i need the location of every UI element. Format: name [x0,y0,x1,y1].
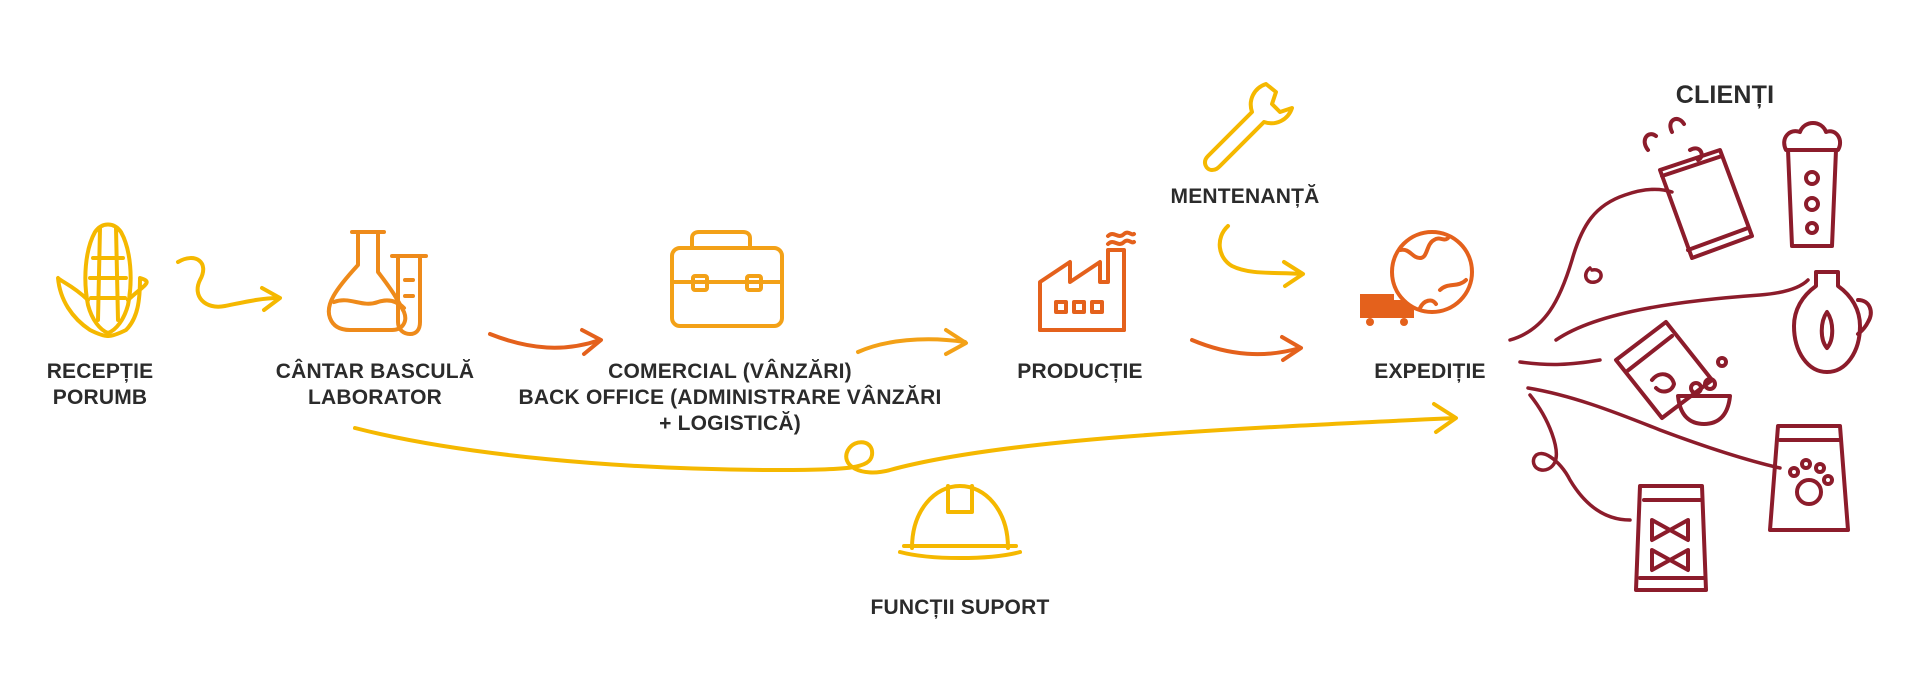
arrow-productie-to-expeditie [1190,335,1303,362]
arrow-comercial-to-productie [856,328,968,356]
arrow-suport-loop [353,402,1458,475]
pasta-bag-icon [1634,484,1708,592]
oil-bottle-icon [1792,270,1873,374]
stage-label-expeditie: EXPEDIȚIE [1350,359,1510,385]
hard-hat-icon [898,484,1022,560]
label-line: CLIENȚI [1675,81,1775,109]
label-line: RECEPȚIE [46,360,154,383]
stage-label-productie: PRODUCȚIE [1000,359,1160,385]
arrow-cantar-to-comercial [488,328,603,356]
arrow-mentenanta-to-expeditie [1217,224,1305,288]
arrow-receptie-to-cantar [176,256,282,312]
label-line: EXPEDIȚIE [1374,360,1486,383]
globe-truck-icon [1360,230,1474,326]
corn-icon [56,222,149,338]
beer-glass-icon [1782,121,1843,248]
label-line: + LOGISTICĂ) [659,412,801,435]
label-line: MENTENANȚĂ [1170,185,1320,208]
cereal-box-icon [1614,320,1732,426]
flasks-icon [326,230,428,336]
stage-label-comercial: COMERCIAL (VÂNZĂRI) BACK OFFICE (ADMINIS… [500,359,960,437]
label-line: FUNCȚII SUPORT [870,596,1050,619]
stage-label-cantar: CÂNTAR BASCULĂ LABORATOR [270,359,480,411]
factory-icon [1038,230,1136,332]
label-line: BACK OFFICE (ADMINISTRARE VÂNZĂRI [518,386,942,409]
wrench-icon [1203,82,1294,172]
briefcase-icon [670,230,784,328]
stage-label-receptie: RECEPȚIE PORUMB [20,359,180,411]
clienti-title: CLIENȚI [1655,82,1795,108]
label-line: PRODUCȚIE [1017,360,1143,383]
snack-bag-icon [1642,116,1754,260]
pet-food-bag-icon [1768,424,1850,532]
suport-label: FUNCȚII SUPORT [850,595,1070,621]
label-line: COMERCIAL (VÂNZĂRI) [608,360,852,383]
label-line: PORUMB [52,386,148,409]
label-line: CÂNTAR BASCULĂ [275,360,475,383]
mentenanta-label: MENTENANȚĂ [1160,184,1330,210]
label-line: LABORATOR [307,386,442,409]
client-connectors [1508,187,1810,522]
